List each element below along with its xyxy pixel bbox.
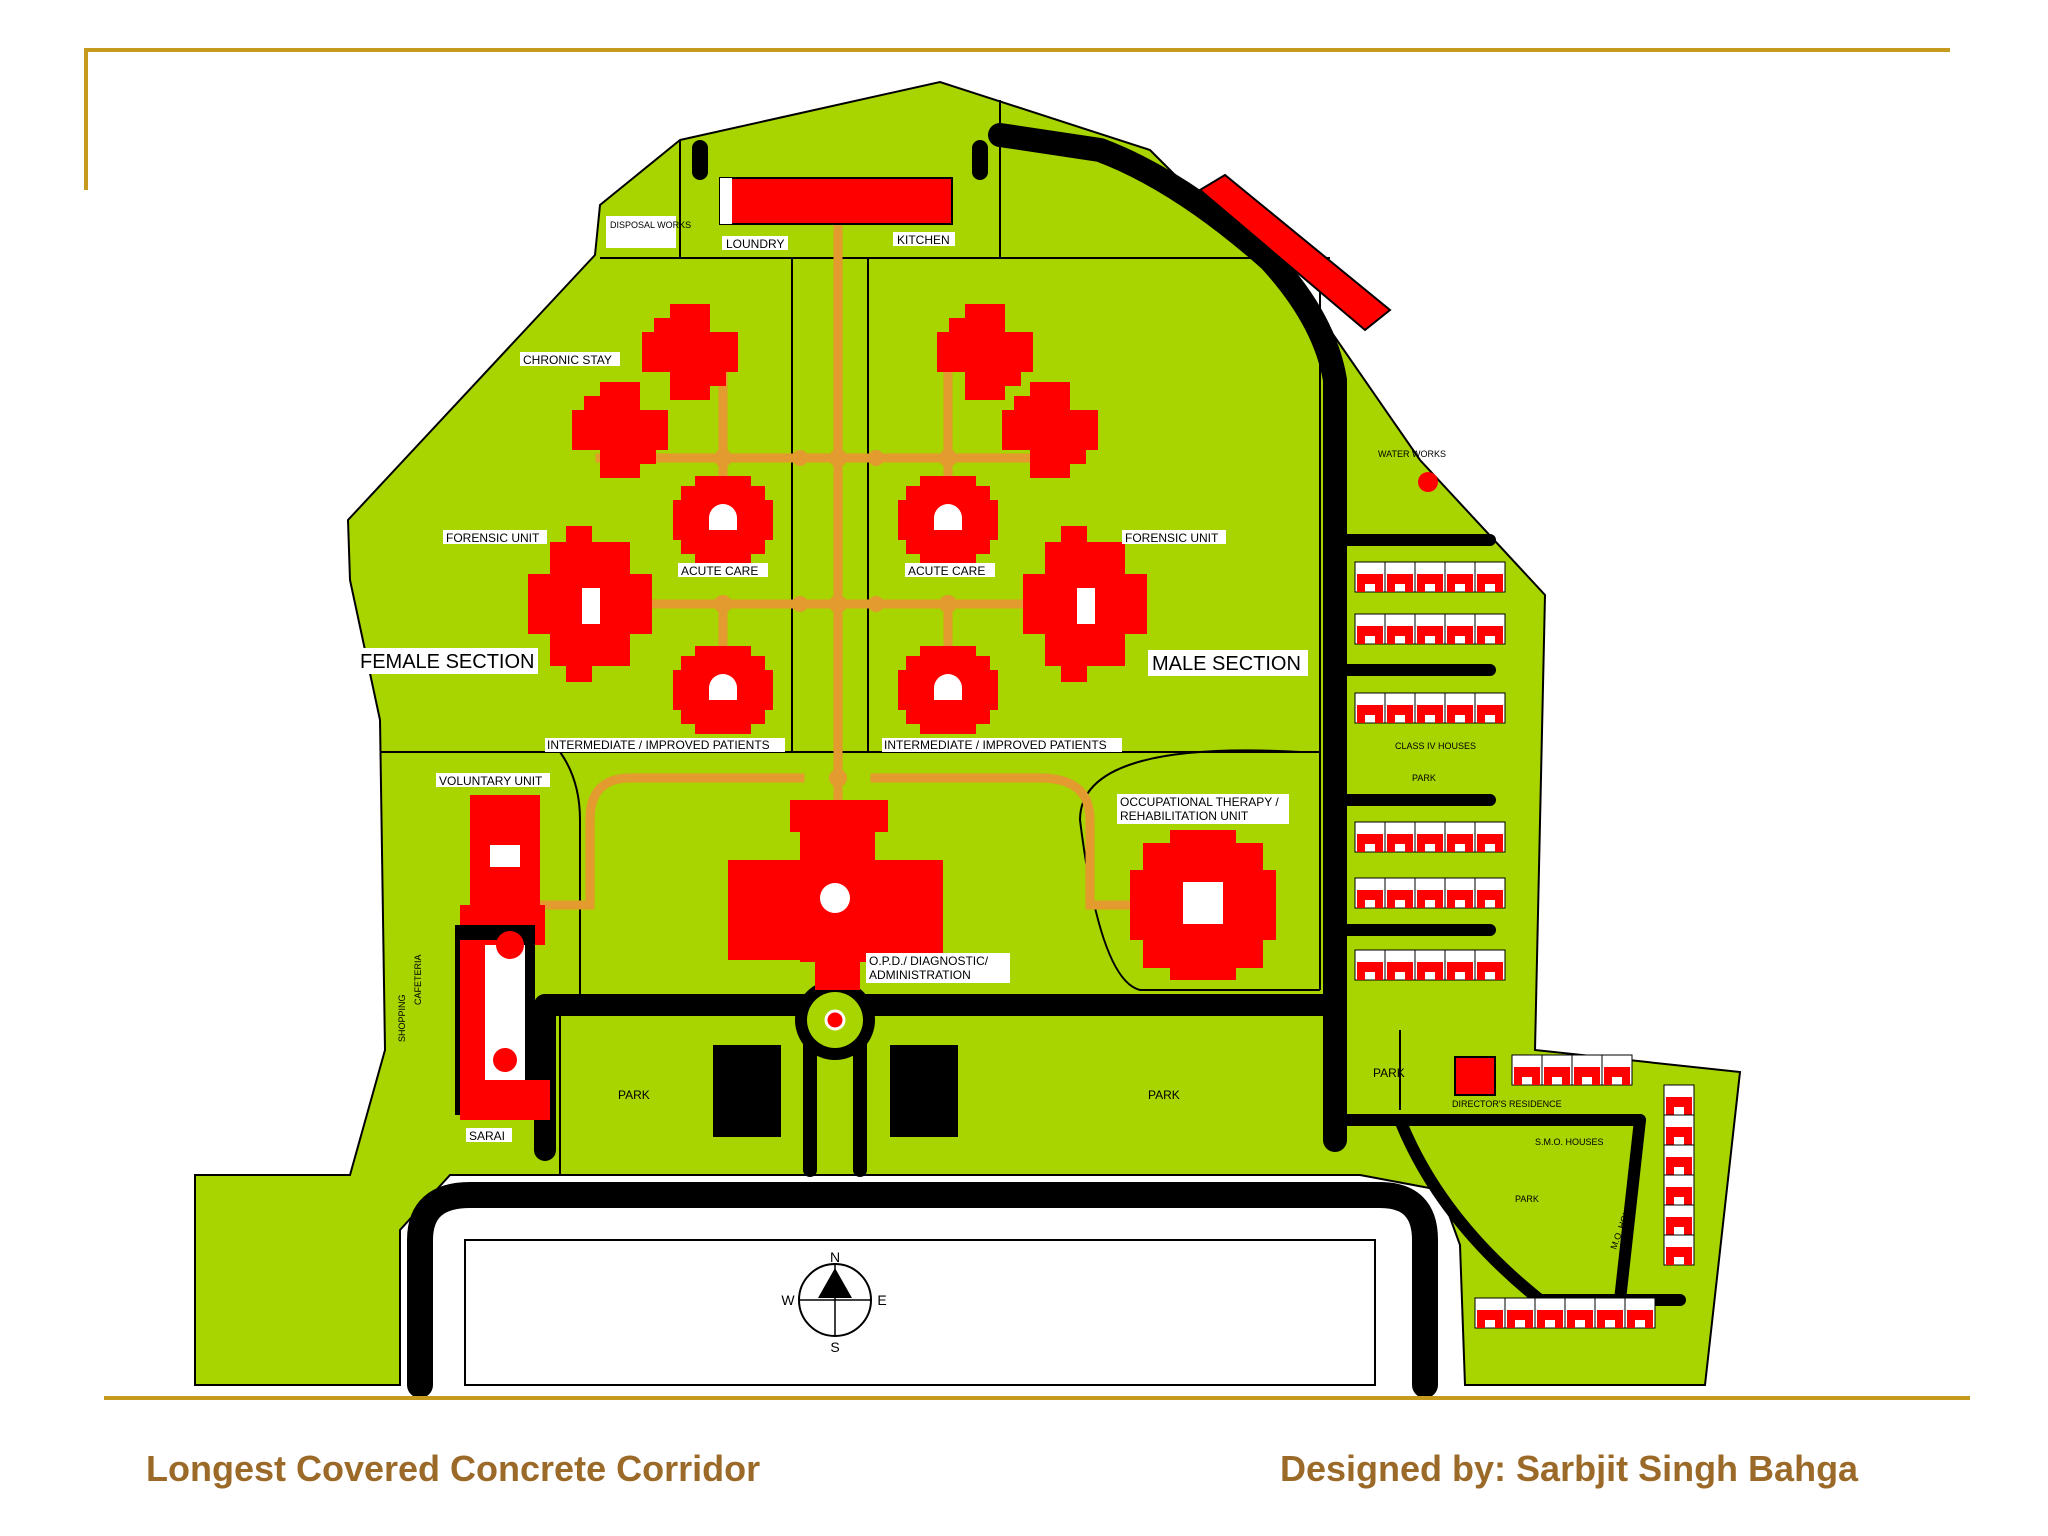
buildings — [455, 173, 1496, 1120]
label-park-center: PARK — [1148, 1088, 1180, 1102]
label-smo-houses: S.M.O. HOUSES — [1535, 1137, 1604, 1147]
hospital-site-plan: N S E W DISPOSAL WORKS LOUNDRY KITCHEN C… — [194, 80, 1742, 1398]
east-long-block — [1198, 173, 1392, 332]
water-works-tank — [1418, 472, 1438, 492]
frame-bottom-rule — [104, 1396, 1970, 1400]
label-acute-right: ACUTE CARE — [908, 564, 985, 578]
black-block-west — [713, 1045, 781, 1137]
label-kitchen: KITCHEN — [897, 233, 950, 247]
label-intermediate-right: INTERMEDIATE / IMPROVED PATIENTS — [884, 738, 1107, 752]
label-park-small: PARK — [1412, 773, 1436, 783]
label-intermediate-left: INTERMEDIATE / IMPROVED PATIENTS — [547, 738, 770, 752]
footer-caption: Longest Covered Concrete Corridor — [146, 1448, 761, 1489]
label-female-section: FEMALE SECTION — [360, 651, 534, 673]
label-forensic-right: FORENSIC UNIT — [1125, 531, 1219, 545]
footer-credit: Designed by: Sarbjit Singh Bahga — [1280, 1448, 1859, 1489]
label-park-east: PARK — [1373, 1066, 1405, 1080]
label-park-se: PARK — [1515, 1194, 1539, 1204]
compass-w: W — [781, 1292, 795, 1308]
sector-lines — [380, 100, 1401, 1175]
label-occupational-1: OCCUPATIONAL THERAPY / — [1120, 795, 1279, 809]
compass-e: E — [877, 1292, 886, 1308]
directors-residence — [1454, 1056, 1496, 1096]
label-male-section: MALE SECTION — [1152, 653, 1301, 675]
label-cafeteria: CAFETERIA — [413, 954, 423, 1005]
compass-n: N — [830, 1249, 840, 1265]
map-labels: DISPOSAL WORKS LOUNDRY KITCHEN CHRONIC S… — [356, 216, 1638, 1251]
label-directors: DIRECTOR'S RESIDENCE — [1452, 1099, 1562, 1109]
label-chronic-stay: CHRONIC STAY — [523, 353, 612, 367]
label-opd-1: O.P.D./ DIAGNOSTIC/ — [869, 954, 989, 968]
label-opd-2: ADMINISTRATION — [869, 968, 971, 982]
label-class-iv: CLASS IV HOUSES — [1395, 741, 1476, 751]
black-block-east — [890, 1045, 958, 1137]
label-water-works: WATER WORKS — [1378, 449, 1446, 459]
compass-rose: N S E W — [781, 1249, 886, 1355]
compass-s: S — [830, 1339, 839, 1355]
label-voluntary-unit: VOLUNTARY UNIT — [439, 774, 543, 788]
label-shopping: SHOPPING — [397, 994, 407, 1042]
label-occupational-2: REHABILITATION UNIT — [1120, 809, 1249, 823]
occupational-therapy-block — [1130, 830, 1276, 980]
opd-administration-block — [728, 800, 943, 990]
label-park-left: PARK — [618, 1088, 650, 1102]
laundry-kitchen-block — [719, 177, 953, 225]
label-laundry: LOUNDRY — [726, 237, 784, 251]
frame-top-rule — [84, 48, 1950, 52]
label-forensic-left: FORENSIC UNIT — [446, 531, 540, 545]
sarai-cafeteria-block — [455, 925, 550, 1120]
parking-lot — [464, 1239, 1376, 1386]
voluntary-unit-block — [460, 795, 545, 945]
label-sarai: SARAI — [469, 1129, 505, 1143]
label-disposal: DISPOSAL WORKS — [610, 220, 691, 230]
label-acute-left: ACUTE CARE — [681, 564, 758, 578]
frame-left-rule — [84, 48, 88, 190]
north-arrow-icon — [818, 1268, 852, 1298]
